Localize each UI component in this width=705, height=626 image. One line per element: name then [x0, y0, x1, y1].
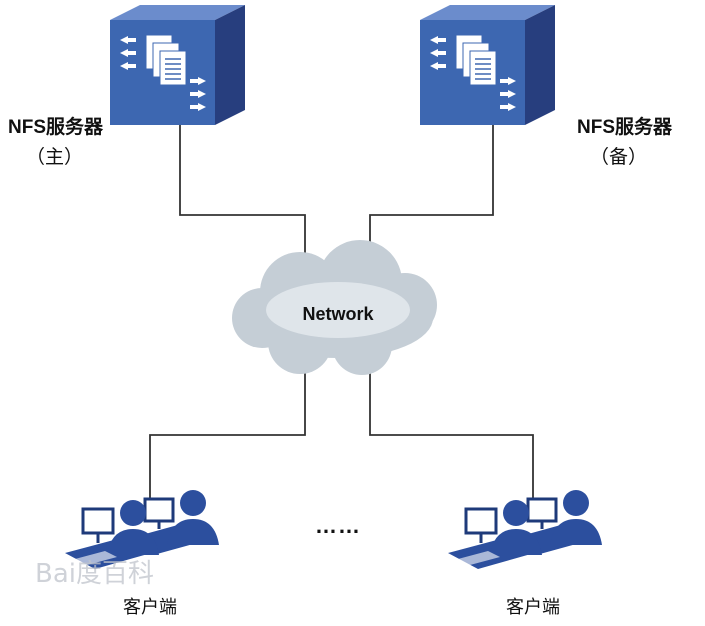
backup-server-role: （备） [590, 146, 647, 168]
primary-server-role: （主） [26, 146, 83, 168]
client-left-icon [63, 488, 221, 571]
primary-server-icon [109, 4, 246, 126]
ellipsis: …… [315, 513, 361, 538]
client-right-label: 客户端 [506, 597, 560, 617]
connection-lines [149, 122, 534, 505]
link-client-left [149, 365, 306, 505]
link-client-right [369, 365, 534, 505]
client-left-label: 客户端 [123, 597, 177, 617]
network-cloud-icon [232, 240, 437, 375]
client-right-icon [446, 488, 604, 571]
primary-server-label: NFS服务器 [8, 115, 104, 138]
link-primary-server [179, 125, 306, 262]
network-label: Network [302, 304, 374, 324]
backup-server-icon [419, 4, 556, 126]
watermark: Bai度百科 [35, 559, 154, 589]
backup-server-label: NFS服务器 [577, 115, 673, 138]
link-backup-server [369, 122, 494, 262]
